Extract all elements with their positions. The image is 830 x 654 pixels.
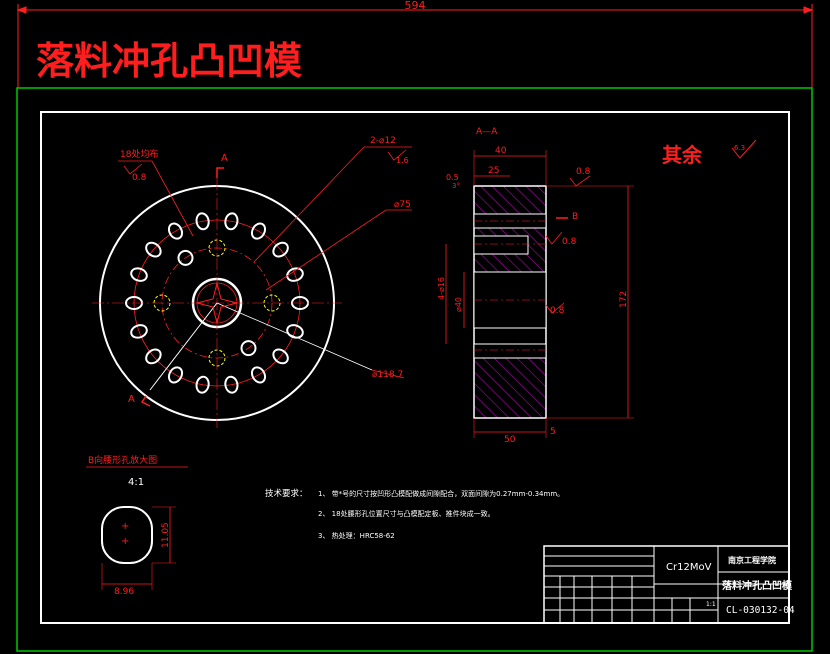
- bore-slot-low: [473, 343, 547, 359]
- section-view-label: A—A: [476, 127, 498, 137]
- title-block-scale: 1:1: [706, 601, 716, 608]
- notes-label: 技术要求：: [265, 488, 308, 499]
- section-arrow-a-bottom: [140, 395, 151, 407]
- bore-slot-mid: [473, 235, 529, 255]
- hatch-bottom: [474, 358, 546, 418]
- section-arrow-a-top: [216, 167, 224, 178]
- waist-hole: [286, 267, 304, 282]
- rough-mid-icon: [545, 231, 563, 245]
- sheet-width-label: 594: [405, 0, 426, 12]
- leader-2-holes: [253, 146, 412, 263]
- rough-mid: 0.8: [562, 237, 577, 247]
- pin-hole: [177, 249, 194, 266]
- front-view: A A 18处均布 0.8 2-⌀12 1.6 ⌀75 ⌀118.7: [92, 136, 412, 428]
- waist-hole: [272, 241, 289, 258]
- waist-hole: [167, 366, 184, 384]
- label-d75: ⌀75: [394, 200, 411, 210]
- section-arrow-b-label: B: [572, 212, 578, 222]
- rest-roughness: 6.3: [734, 144, 745, 152]
- drawing-title: 落料冲孔凸凹模: [36, 38, 302, 83]
- section-line: [149, 302, 218, 391]
- note-1: 1、 带*号的尺寸按凹形凸模配做成间隙配合，双面间隙为0.27mm-0.34mm…: [318, 489, 564, 498]
- center-star-icon: [196, 282, 238, 324]
- detail-width: 8.96: [114, 587, 134, 597]
- dim-5: 5: [550, 427, 556, 437]
- title-block-part-name: 落料冲孔凸凹模: [722, 579, 793, 592]
- waist-hole: [195, 212, 210, 231]
- detail-title: B向腰形孔放大图: [88, 454, 157, 466]
- dim-172: 172: [619, 291, 629, 308]
- waist-hole: [145, 348, 162, 365]
- waist-hole: [250, 366, 267, 384]
- dim-25: 25: [488, 166, 499, 176]
- bolt-holes: [153, 239, 281, 367]
- roughness-symbol-18: [123, 163, 143, 175]
- dim-50: 50: [504, 435, 516, 445]
- dim-05: 0.5: [446, 173, 459, 182]
- section-arrow-a-top-label: A: [221, 153, 228, 164]
- waist-hole: [250, 222, 267, 240]
- waist-hole: [286, 324, 304, 339]
- waist-hole: [195, 375, 210, 394]
- note-2: 2、 18处腰形孔位置尺寸与凸模配定板、推件块成一致。: [318, 509, 495, 518]
- waist-hole: [224, 375, 239, 394]
- rest-roughness-icon: [731, 139, 757, 159]
- rough-top-icon: [569, 175, 591, 187]
- waist-hole: [130, 267, 148, 282]
- leader-d75: [265, 209, 412, 291]
- outer-frame: [16, 87, 813, 652]
- dim-chamfer: 3°: [452, 182, 460, 190]
- detail-scale: 4:1: [128, 477, 144, 488]
- waist-hole: [130, 324, 148, 339]
- dim-4x16: 4-⌀16: [437, 277, 446, 300]
- section-arrow-a-bottom-label: A: [128, 394, 135, 405]
- label-18-holes-rough: 0.8: [132, 173, 147, 183]
- detail-center-mark-1: +: [121, 521, 129, 532]
- waist-hole: [145, 241, 162, 258]
- inner-frame: [40, 111, 790, 624]
- detail-height: 11.05: [161, 522, 171, 548]
- title-block-material: Cr12MoV: [666, 562, 712, 573]
- title-block: [543, 545, 790, 624]
- label-2-holes: 2-⌀12: [370, 136, 396, 146]
- detail-slot: [101, 506, 153, 564]
- title-block-drawing-no: CL-030132-04: [726, 605, 795, 616]
- bolt-hole: [153, 294, 171, 312]
- waist-hole: [272, 348, 289, 365]
- leader-d118: [371, 369, 405, 379]
- diam-line-118: [216, 302, 373, 371]
- waist-hole: [224, 212, 239, 231]
- sheet-width-dimension: [16, 4, 814, 88]
- waist-hole: [167, 222, 184, 240]
- tech-notes: 技术要求： 1、 带*号的尺寸按凹形凸模配做成间隙配合，双面间隙为0.27mm-…: [265, 488, 564, 540]
- label-18-holes: 18处均布: [120, 148, 158, 160]
- rough-side: 0.8: [550, 306, 565, 316]
- pin-hole: [240, 340, 257, 357]
- title-block-school: 南京工程学院: [728, 555, 776, 565]
- section-view: A—A 40 25 0.5 3° 0.8 0.8 0.8 B 4-: [437, 127, 634, 445]
- leader-18-holes: [118, 160, 194, 237]
- rough-top: 0.8: [576, 167, 591, 177]
- dim-d40: ⌀40: [454, 297, 463, 312]
- detail-center-mark-2: +: [121, 536, 129, 547]
- label-2-holes-rough: 1.6: [396, 156, 409, 165]
- rough-side-icon: [545, 302, 565, 314]
- dim-40: 40: [495, 146, 507, 156]
- detail-view: B向腰形孔放大图 4:1 + + 8.96 11.05: [86, 454, 188, 597]
- note-3: 3、 热处理：HRC58-62: [318, 531, 395, 540]
- rest-label: 其余: [662, 143, 703, 167]
- label-d118: ⌀118.7: [372, 370, 403, 380]
- roughness-symbol-2: [387, 149, 407, 161]
